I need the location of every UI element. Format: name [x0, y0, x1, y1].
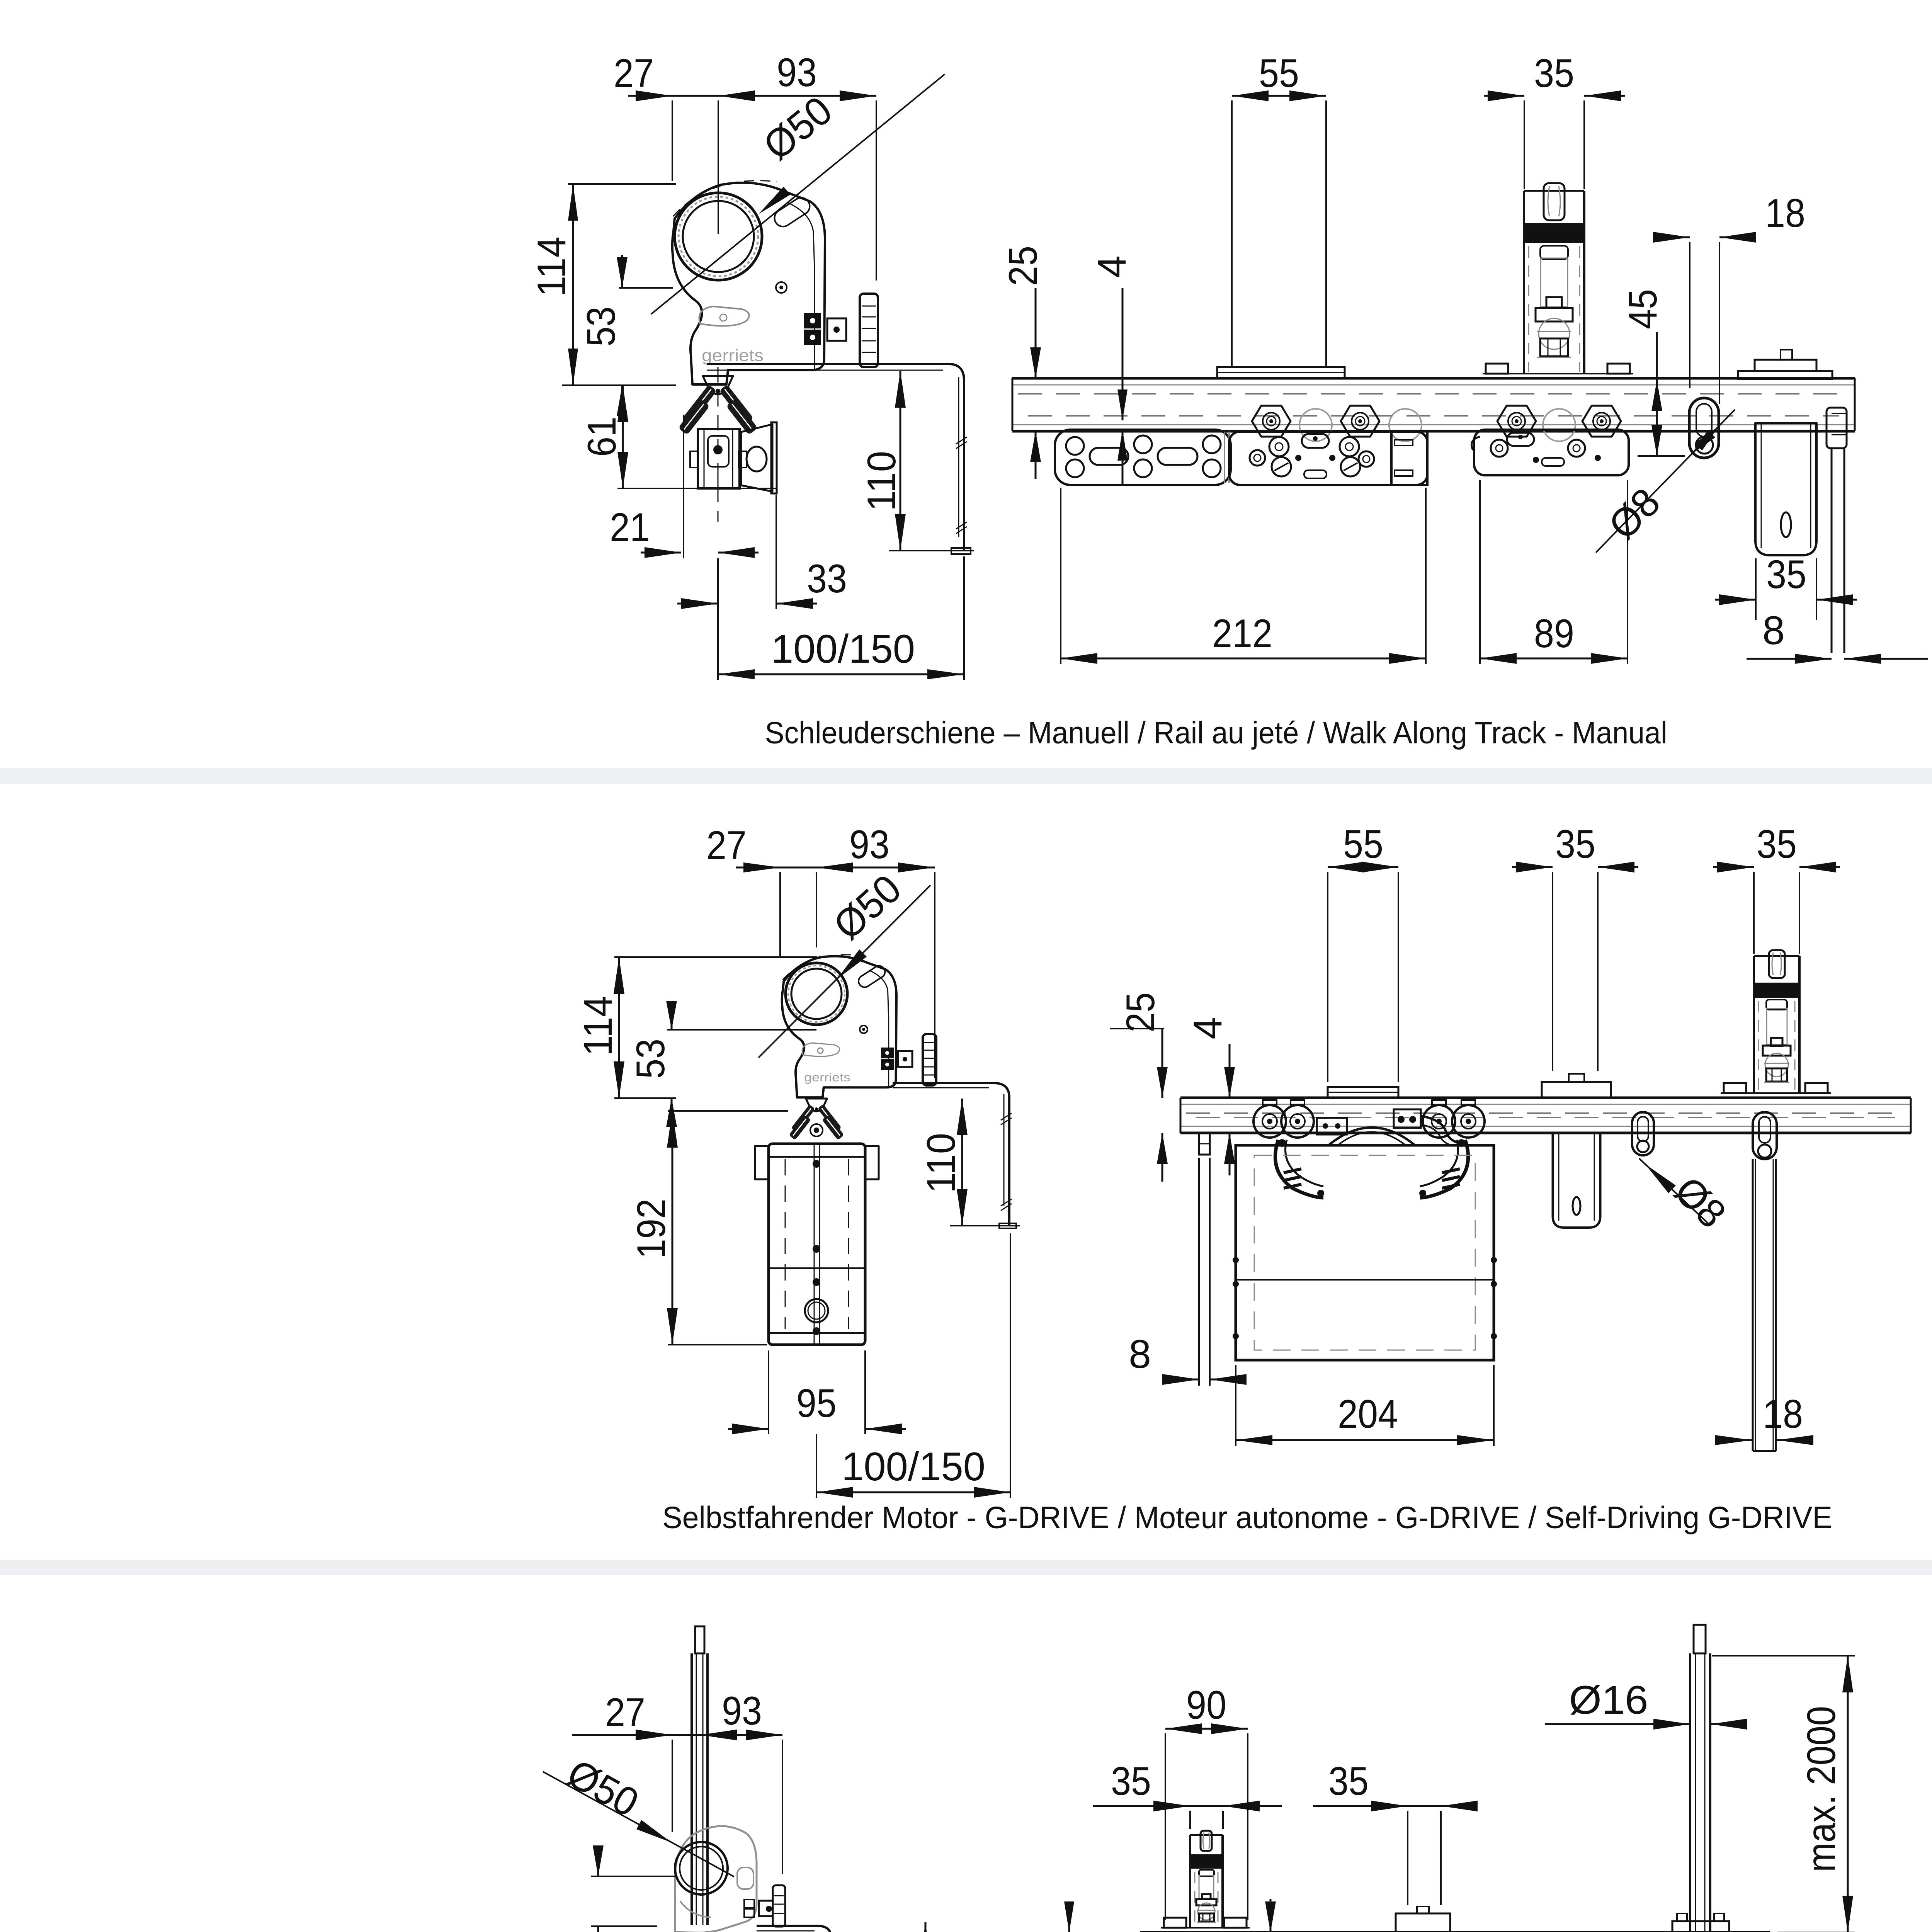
svg-text:35: 35	[1555, 822, 1595, 867]
svg-text:27: 27	[614, 51, 654, 96]
svg-text:33: 33	[807, 556, 847, 601]
svg-text:93: 93	[777, 50, 817, 95]
svg-text:192: 192	[629, 1199, 674, 1259]
svg-text:55: 55	[1343, 822, 1383, 867]
svg-text:45: 45	[1621, 289, 1665, 329]
svg-text:93: 93	[849, 822, 889, 867]
svg-text:18: 18	[1763, 1392, 1803, 1437]
svg-text:55: 55	[1259, 51, 1299, 96]
svg-text:25: 25	[1118, 992, 1163, 1032]
svg-text:35: 35	[1328, 1759, 1369, 1804]
svg-text:110: 110	[919, 1133, 964, 1193]
svg-text:8: 8	[1762, 608, 1785, 653]
svg-text:21: 21	[610, 505, 650, 550]
svg-text:95: 95	[796, 1381, 837, 1426]
svg-text:100/150: 100/150	[842, 1444, 985, 1489]
svg-text:27: 27	[706, 823, 747, 868]
svg-text:gerriets: gerriets	[804, 1071, 850, 1084]
svg-text:100/150: 100/150	[771, 627, 915, 672]
svg-text:gerriets: gerriets	[702, 346, 764, 365]
svg-text:53: 53	[579, 306, 624, 347]
svg-text:Ø16: Ø16	[1569, 1678, 1648, 1723]
svg-text:93: 93	[722, 1689, 762, 1733]
svg-text:114: 114	[576, 996, 621, 1056]
svg-text:8: 8	[1129, 1332, 1151, 1377]
svg-text:114: 114	[529, 236, 574, 297]
svg-text:89: 89	[1534, 611, 1574, 656]
svg-text:25: 25	[1001, 246, 1046, 286]
svg-text:Selbstfahrender Motor - G-DRIV: Selbstfahrender Motor - G-DRIVE / Moteur…	[662, 1500, 1832, 1535]
svg-text:90: 90	[1186, 1683, 1226, 1728]
svg-text:35: 35	[1766, 552, 1806, 597]
svg-text:18: 18	[1765, 191, 1805, 236]
svg-text:204: 204	[1338, 1392, 1398, 1437]
svg-text:212: 212	[1212, 611, 1272, 656]
svg-text:27: 27	[605, 1690, 645, 1735]
svg-text:4: 4	[1185, 1017, 1230, 1039]
svg-text:53: 53	[628, 1039, 673, 1079]
svg-text:35: 35	[1534, 51, 1574, 96]
svg-text:4: 4	[1090, 255, 1134, 278]
svg-text:Schleuderschiene – Manuell / R: Schleuderschiene – Manuell / Rail au jet…	[765, 716, 1667, 750]
svg-text:61: 61	[580, 417, 624, 457]
svg-text:max. 2000: max. 2000	[1799, 1706, 1844, 1872]
svg-text:35: 35	[1111, 1759, 1151, 1804]
svg-text:110: 110	[859, 451, 904, 511]
svg-text:35: 35	[1757, 822, 1797, 867]
